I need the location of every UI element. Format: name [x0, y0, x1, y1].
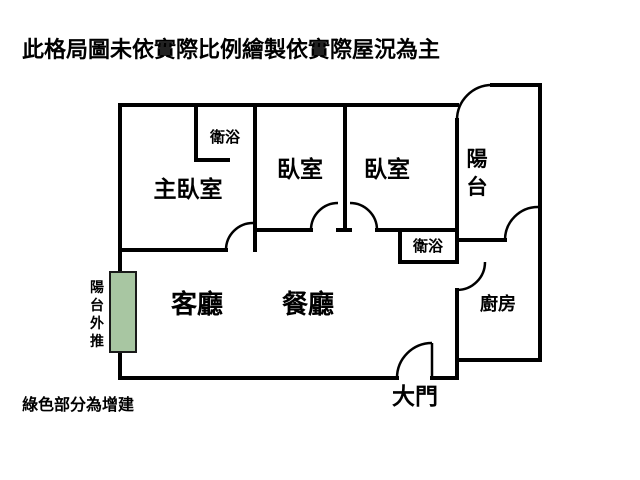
balcony-extension-area	[109, 271, 137, 353]
label-master-bedroom: 主臥室	[154, 176, 223, 202]
label-balcony-extension: 陽台外推	[90, 279, 104, 349]
label-bedroom-right: 臥室	[364, 156, 410, 182]
label-bathroom-right: 衛浴	[412, 237, 444, 255]
door-arc-main-entrance	[395, 341, 433, 379]
walls-group	[118, 83, 542, 380]
door-arc-bedroom-left	[309, 201, 339, 231]
door-arc-balcony-kitchen	[503, 205, 539, 241]
label-living-room: 客廳	[171, 289, 223, 319]
outer-walls	[118, 83, 542, 380]
label-bathroom-top: 衛浴	[209, 128, 241, 146]
interior-walls	[118, 103, 507, 362]
label-kitchen: 廚房	[480, 293, 516, 314]
door-arc-kitchen	[456, 261, 487, 292]
label-balcony: 陽台	[467, 148, 488, 199]
door-arc-master-bedroom	[224, 221, 254, 251]
door-arc-bedroom-right	[349, 201, 379, 231]
label-bedroom-left: 臥室	[277, 156, 323, 182]
door-arc-balcony-top	[455, 83, 493, 121]
label-dining-room: 餐廳	[282, 289, 334, 319]
label-main-door: 大門	[392, 383, 438, 409]
legend-note: 綠色部分為增建	[22, 395, 134, 414]
page-title: 此格局圖未依實際比例繪製依實際屋況為主	[22, 37, 440, 62]
